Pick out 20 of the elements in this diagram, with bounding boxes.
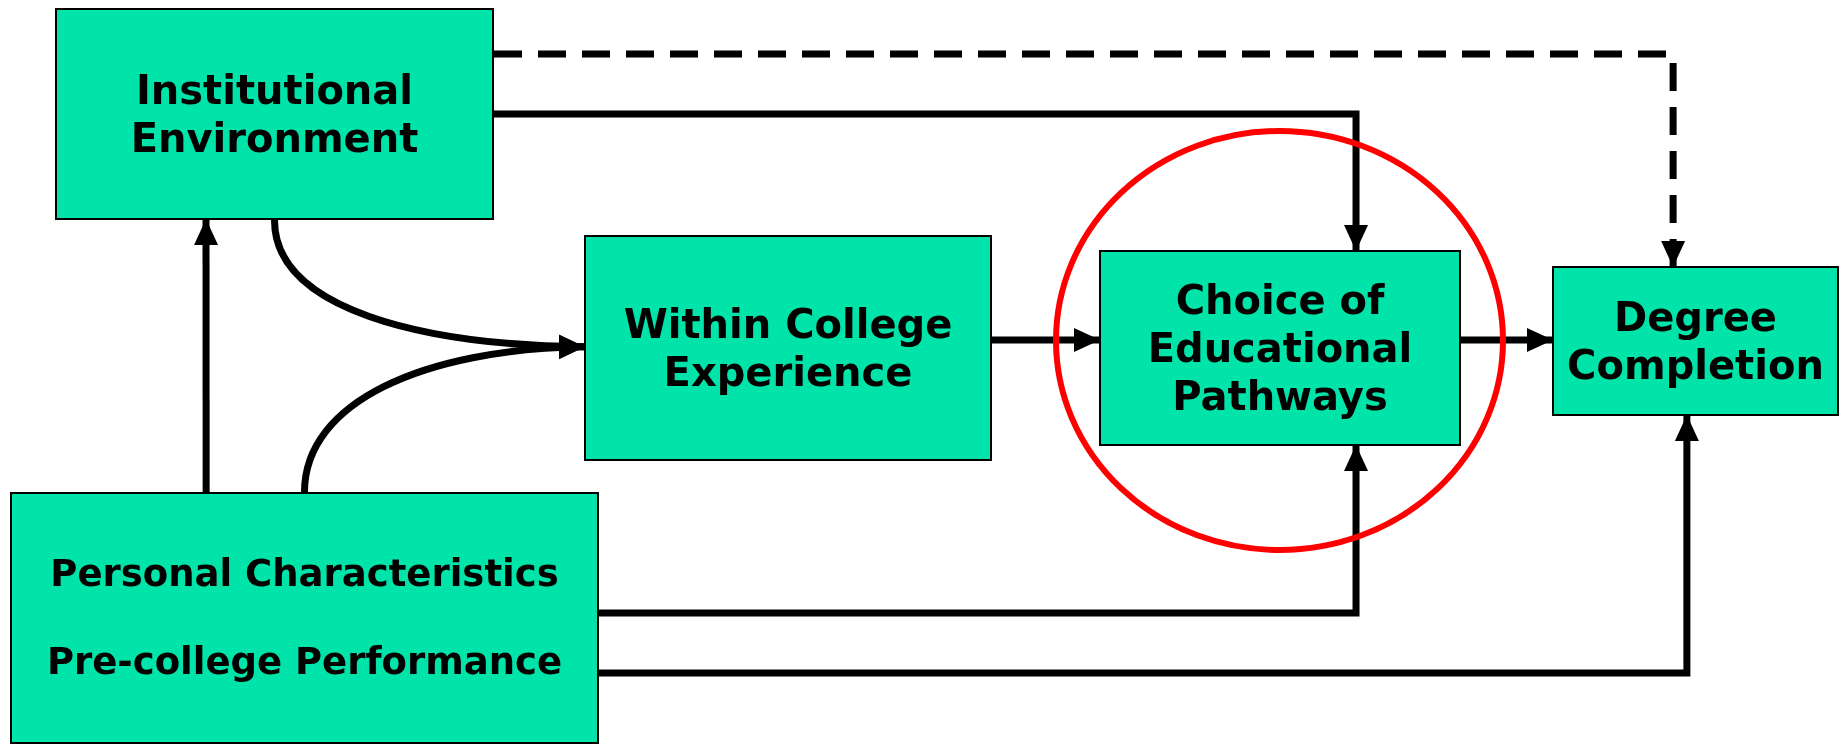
process-box [584,235,992,461]
arrow [599,415,1699,677]
process-box [10,492,599,744]
arrow [992,328,1100,352]
box-label: Pre-college Performance [46,640,563,685]
arrow [1461,327,1553,352]
arrow [494,110,1368,251]
box-label: Degree Completion [1566,293,1825,389]
box-label: Choice of Educational Pathways [1146,276,1414,420]
process-box [1552,266,1839,416]
process-box [1099,250,1461,446]
highlight-ellipse [1053,128,1506,553]
arrow [301,335,585,493]
arrow [194,219,219,492]
dashed-arrow [494,50,1686,267]
box-label: Personal Characteristics [50,551,559,596]
process-box [55,8,494,220]
box-label: Institutional Environment [129,66,420,162]
arrow [599,445,1368,617]
box-label: Within College Experience [622,300,954,396]
